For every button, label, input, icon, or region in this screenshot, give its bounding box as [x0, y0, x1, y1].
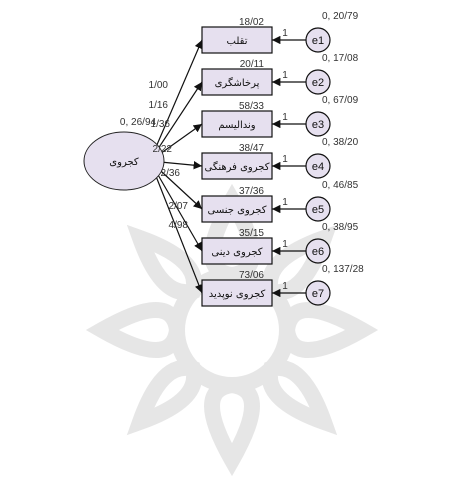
error-term[interactable]: e6 [305, 238, 331, 264]
intercept-value: 38/47 [239, 143, 264, 154]
loading-value: 4/98 [169, 220, 189, 231]
intercept-value: 37/36 [239, 186, 264, 197]
loading-value: 1/16 [149, 100, 169, 111]
intercept-value: 58/33 [239, 101, 264, 112]
error-label: e3 [312, 119, 324, 131]
error-variance: 0, 38/95 [322, 222, 359, 233]
observed-variable[interactable]: کجروی نوپدید [201, 279, 273, 307]
observed-label: وندالیسم [218, 120, 255, 131]
error-path-weight: 1 [282, 112, 288, 123]
error-variance: 0, 17/08 [322, 53, 359, 64]
observed-label: کجروی نوپدید [209, 289, 266, 300]
loading-value: 1/00 [149, 80, 169, 91]
loading-value: 1/36 [151, 119, 171, 130]
observed-variable[interactable]: کجروی جنسی [201, 195, 273, 223]
error-variance: 0, 137/28 [322, 264, 364, 275]
error-path-weight: 1 [282, 197, 288, 208]
error-variance: 0, 67/09 [322, 95, 359, 106]
error-label: e1 [312, 35, 324, 47]
loading-path [149, 160, 203, 294]
error-path-weight: 1 [282, 281, 288, 292]
observed-label: کجروی دینی [211, 247, 262, 258]
error-label: e2 [312, 77, 324, 89]
error-term[interactable]: e7 [305, 280, 331, 306]
observed-variable[interactable]: تقلب [201, 26, 273, 54]
error-term[interactable]: e2 [305, 69, 331, 95]
intercept-value: 18/02 [239, 17, 264, 28]
loading-path [149, 39, 203, 162]
intercept-value: 35/15 [239, 228, 264, 239]
loading-value: 2/07 [169, 201, 189, 212]
watermark-ornament [85, 183, 379, 477]
intercept-value: 20/11 [240, 59, 265, 70]
error-term[interactable]: e3 [305, 111, 331, 137]
error-variance: 0, 38/20 [322, 137, 359, 148]
latent-label: کجروی [109, 157, 139, 168]
error-path-weight: 1 [282, 154, 288, 165]
error-label: e7 [312, 288, 324, 300]
error-term[interactable]: e5 [305, 196, 331, 222]
observed-variable[interactable]: کجروی دینی [201, 237, 273, 265]
error-label: e6 [312, 246, 324, 258]
error-path-weight: 1 [282, 28, 288, 39]
loading-value: 2/36 [161, 168, 181, 179]
error-variance: 0, 46/85 [322, 180, 359, 191]
observed-variables: تقلب 18/02 1/00 e1 1 0, 20/79 پرخاشگری 20/11 1/1… [149, 11, 364, 307]
error-term[interactable]: e1 [305, 27, 331, 53]
observed-label: پرخاشگری [215, 77, 260, 89]
error-variance: 0, 20/79 [322, 11, 359, 22]
latent-variable[interactable]: کجروی [83, 131, 165, 191]
loading-value: 2/22 [153, 144, 173, 155]
error-label: e4 [312, 161, 324, 173]
observed-variable[interactable]: وندالیسم [201, 110, 273, 138]
observed-variable[interactable]: کجروی فرهنگی [201, 152, 273, 180]
error-label: e5 [312, 204, 324, 216]
observed-label: کجروی جنسی [207, 205, 266, 216]
observed-label: تقلب [227, 36, 248, 47]
intercept-value: 73/06 [239, 270, 264, 281]
observed-label: کجروی فرهنگی [204, 161, 269, 173]
error-term[interactable]: e4 [305, 153, 331, 179]
latent-variance: 0, 26/94 [120, 117, 157, 128]
error-path-weight: 1 [282, 239, 288, 250]
error-path-weight: 1 [282, 70, 288, 81]
observed-variable[interactable]: پرخاشگری [201, 68, 273, 96]
